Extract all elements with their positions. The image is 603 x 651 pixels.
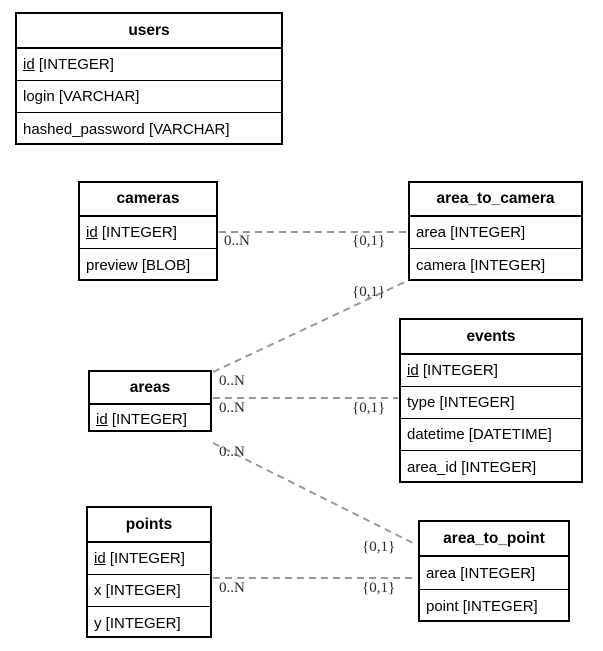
- attribute-type-area_to_point-point: [INTEGER]: [462, 598, 538, 615]
- attribute-row-points-id[interactable]: id [INTEGER]: [88, 543, 210, 575]
- attribute-name-users-login: login: [23, 88, 55, 105]
- attribute-name-points-y: y: [94, 614, 102, 632]
- attribute-name-events-area_id: area_id: [407, 458, 458, 476]
- attribute-name-events-id: id: [407, 362, 419, 379]
- attribute-row-cameras-preview[interactable]: preview [BLOB]: [80, 249, 216, 281]
- attribute-type-users-id: [INTEGER]: [38, 56, 114, 73]
- attribute-type-events-datetime: [DATETIME]: [468, 426, 552, 443]
- attribute-name-area_to_camera-camera: camera: [416, 256, 467, 274]
- attribute-name-cameras-preview: preview: [86, 256, 138, 274]
- attribute-row-points-y[interactable]: y [INTEGER]: [88, 607, 210, 639]
- attribute-type-events-area_id: [INTEGER]: [461, 458, 537, 476]
- attribute-type-users-login: [VARCHAR]: [58, 88, 140, 105]
- cardinality-areas-area_to_point-to: {0,1}: [362, 539, 396, 555]
- attribute-type-points-y: [INTEGER]: [105, 614, 181, 632]
- attribute-type-points-x: [INTEGER]: [105, 582, 181, 599]
- attribute-name-points-id: id: [94, 550, 106, 567]
- attribute-name-area_to_camera-area: area: [416, 224, 447, 241]
- attribute-row-events-type[interactable]: type [INTEGER]: [401, 387, 581, 419]
- attribute-row-area_to_camera-camera[interactable]: camera [INTEGER]: [410, 249, 581, 281]
- entity-title-cameras: cameras: [80, 183, 216, 217]
- attribute-name-area_to_point-point: point: [426, 598, 459, 615]
- cardinality-areas-area_to_camera-from: 0..N: [219, 373, 245, 389]
- attribute-type-users-hashed_password: [VARCHAR]: [148, 120, 230, 138]
- cardinality-cameras-area_to_camera-to: {0,1}: [352, 233, 386, 249]
- cardinality-cameras-area_to_camera-from: 0..N: [224, 233, 250, 249]
- attribute-row-area_to_point-point[interactable]: point [INTEGER]: [420, 590, 568, 623]
- attribute-row-events-area_id[interactable]: area_id [INTEGER]: [401, 451, 581, 483]
- attribute-name-events-datetime: datetime: [407, 426, 465, 443]
- attribute-row-points-x[interactable]: x [INTEGER]: [88, 575, 210, 607]
- attribute-row-area_to_point-area[interactable]: area [INTEGER]: [420, 557, 568, 590]
- cardinality-points-area_to_point-from: 0..N: [219, 580, 245, 596]
- attribute-type-cameras-id: [INTEGER]: [101, 224, 177, 241]
- attribute-type-area_to_camera-camera: [INTEGER]: [470, 256, 546, 274]
- cardinality-areas-events-from: 0..N: [219, 400, 245, 416]
- attribute-name-events-type: type: [407, 394, 436, 411]
- attribute-type-cameras-preview: [BLOB]: [141, 256, 191, 274]
- attribute-name-areas-id: id: [96, 411, 108, 428]
- attribute-type-events-id: [INTEGER]: [422, 362, 498, 379]
- entity-title-area_to_point: area_to_point: [420, 522, 568, 557]
- cardinality-areas-events-to: {0,1}: [352, 400, 386, 416]
- attribute-name-users-hashed_password: hashed_password: [23, 120, 145, 138]
- attribute-name-users-id: id: [23, 56, 35, 73]
- entity-title-users: users: [17, 14, 281, 49]
- attribute-name-area_to_point-area: area: [426, 564, 457, 582]
- attribute-row-events-datetime[interactable]: datetime [DATETIME]: [401, 419, 581, 451]
- attribute-type-area_to_camera-area: [INTEGER]: [450, 224, 526, 241]
- attribute-name-points-x: x: [94, 582, 102, 599]
- attribute-row-events-id[interactable]: id [INTEGER]: [401, 355, 581, 387]
- attribute-row-users-login[interactable]: login [VARCHAR]: [17, 81, 281, 113]
- attribute-row-users-id[interactable]: id [INTEGER]: [17, 49, 281, 81]
- attribute-type-area_to_point-area: [INTEGER]: [460, 564, 536, 582]
- attribute-row-areas-id[interactable]: id [INTEGER]: [90, 405, 210, 434]
- attribute-type-events-type: [INTEGER]: [439, 394, 515, 411]
- attribute-row-area_to_camera-area[interactable]: area [INTEGER]: [410, 217, 581, 249]
- attribute-row-cameras-id[interactable]: id [INTEGER]: [80, 217, 216, 249]
- attribute-type-areas-id: [INTEGER]: [111, 411, 187, 428]
- cardinality-areas-area_to_point-from: 0..N: [219, 444, 245, 460]
- entity-title-areas: areas: [90, 372, 210, 405]
- attribute-name-cameras-id: id: [86, 224, 98, 241]
- entity-title-events: events: [401, 320, 581, 355]
- entity-title-area_to_camera: area_to_camera: [410, 183, 581, 217]
- cardinality-areas-area_to_camera-to: {0,1}: [352, 284, 386, 300]
- entity-title-points: points: [88, 508, 210, 543]
- attribute-row-users-hashed_password[interactable]: hashed_password [VARCHAR]: [17, 113, 281, 145]
- attribute-type-points-id: [INTEGER]: [109, 550, 185, 567]
- cardinality-points-area_to_point-to: {0,1}: [362, 580, 396, 596]
